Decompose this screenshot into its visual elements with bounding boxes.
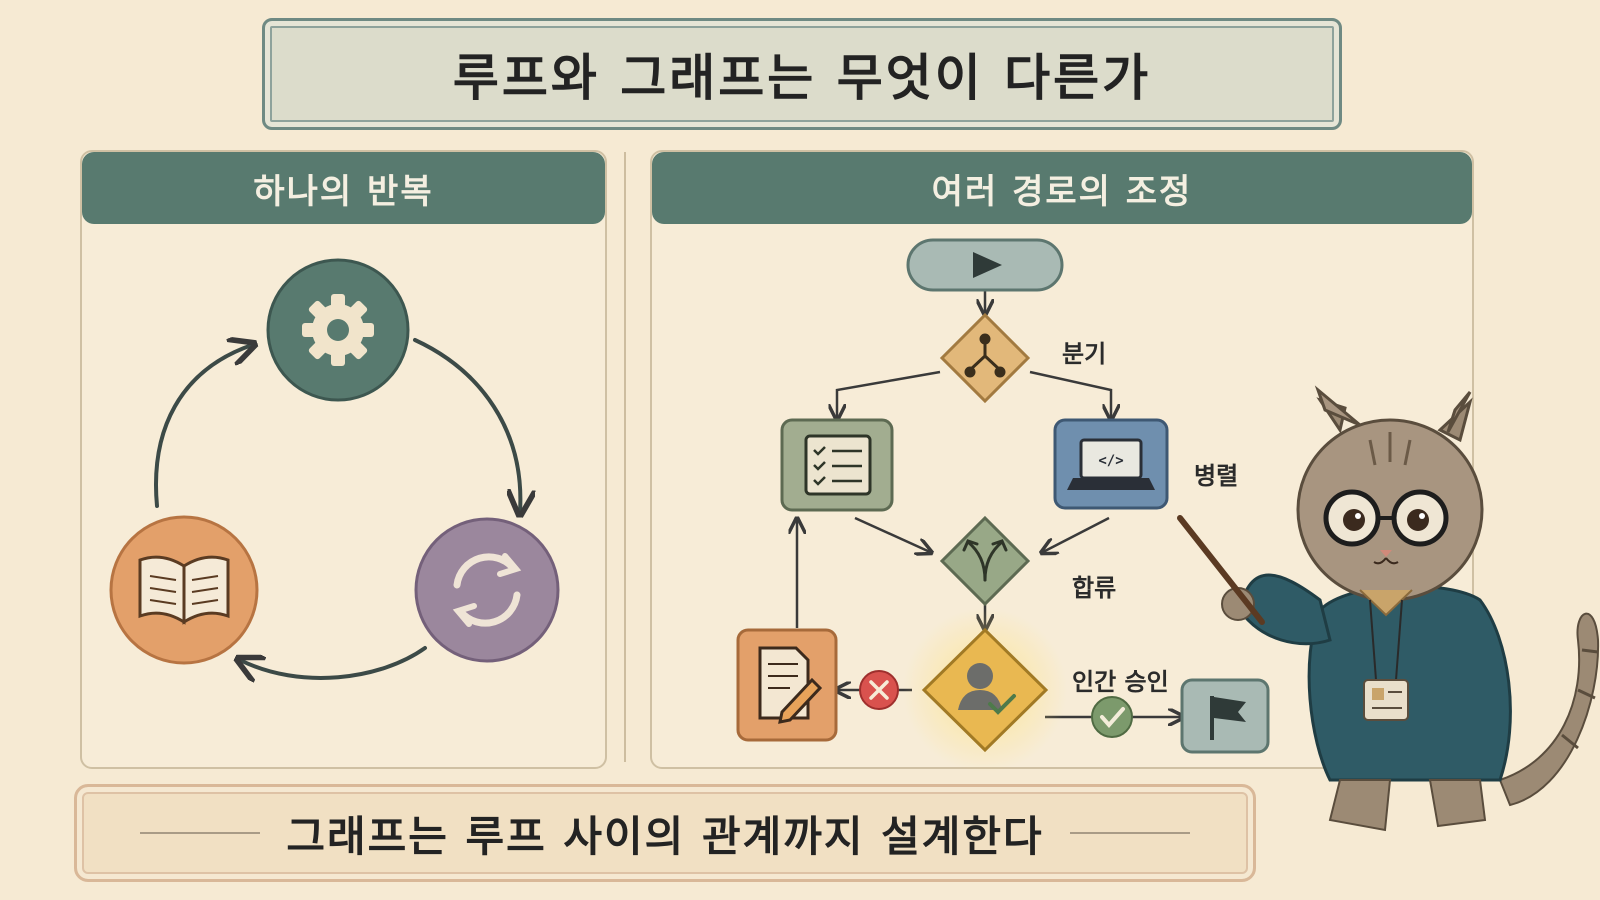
merge-node [939, 515, 1031, 607]
branch-label: 분기 [1062, 340, 1107, 368]
graph-panel-header: 여러 경로의 조정 [652, 152, 1472, 224]
user-check-icon [958, 663, 1016, 715]
book-node [109, 515, 259, 665]
right-rule [1069, 832, 1190, 834]
page-title: 루프와 그래프는 무엇이 다른가 [452, 49, 1152, 107]
reject-marker [859, 670, 899, 710]
code-node: </> [1053, 418, 1169, 510]
check-icon [1100, 707, 1125, 729]
svg-text:</>: </> [1098, 453, 1123, 469]
gear-node [266, 258, 410, 402]
flag-icon [1210, 696, 1246, 740]
close-icon [869, 680, 889, 700]
approval-node [903, 608, 1067, 772]
refresh-node [414, 517, 560, 663]
id-badge-icon [1363, 599, 1409, 721]
branch-node [939, 312, 1031, 404]
loop-panel-header: 하나의 반복 [82, 152, 605, 224]
laptop-code-icon: </> [1067, 438, 1155, 490]
merge-icon [962, 539, 1008, 582]
approve-marker [1091, 696, 1133, 738]
play-icon [973, 252, 1002, 278]
title-banner: 루프와 그래프는 무엇이 다른가 [262, 18, 1342, 130]
book-icon [138, 555, 230, 625]
summary-text: 그래프는 루프 사이의 관계까지 설계한다 [286, 811, 1044, 861]
panel-divider [624, 152, 626, 762]
summary-banner: 그래프는 루프 사이의 관계까지 설계한다 [74, 784, 1256, 882]
checklist-node [780, 418, 894, 512]
document-node [736, 628, 838, 742]
loop-panel: 하나의 반복 [80, 150, 607, 769]
left-rule [140, 832, 261, 834]
approval-label: 인간 승인 [1072, 668, 1169, 696]
refresh-icon [452, 553, 522, 627]
cat-mascot-illustration [1177, 385, 1600, 832]
merge-label: 합류 [1072, 574, 1117, 602]
end-node [1180, 678, 1270, 754]
branch-icon [964, 333, 1006, 378]
parallel-label: 병렬 [1194, 462, 1239, 490]
start-node [906, 238, 1064, 292]
checklist-icon [804, 434, 872, 496]
gear-icon [302, 294, 374, 366]
loop-cycle-arrows [154, 340, 520, 678]
document-edit-icon [758, 646, 823, 724]
